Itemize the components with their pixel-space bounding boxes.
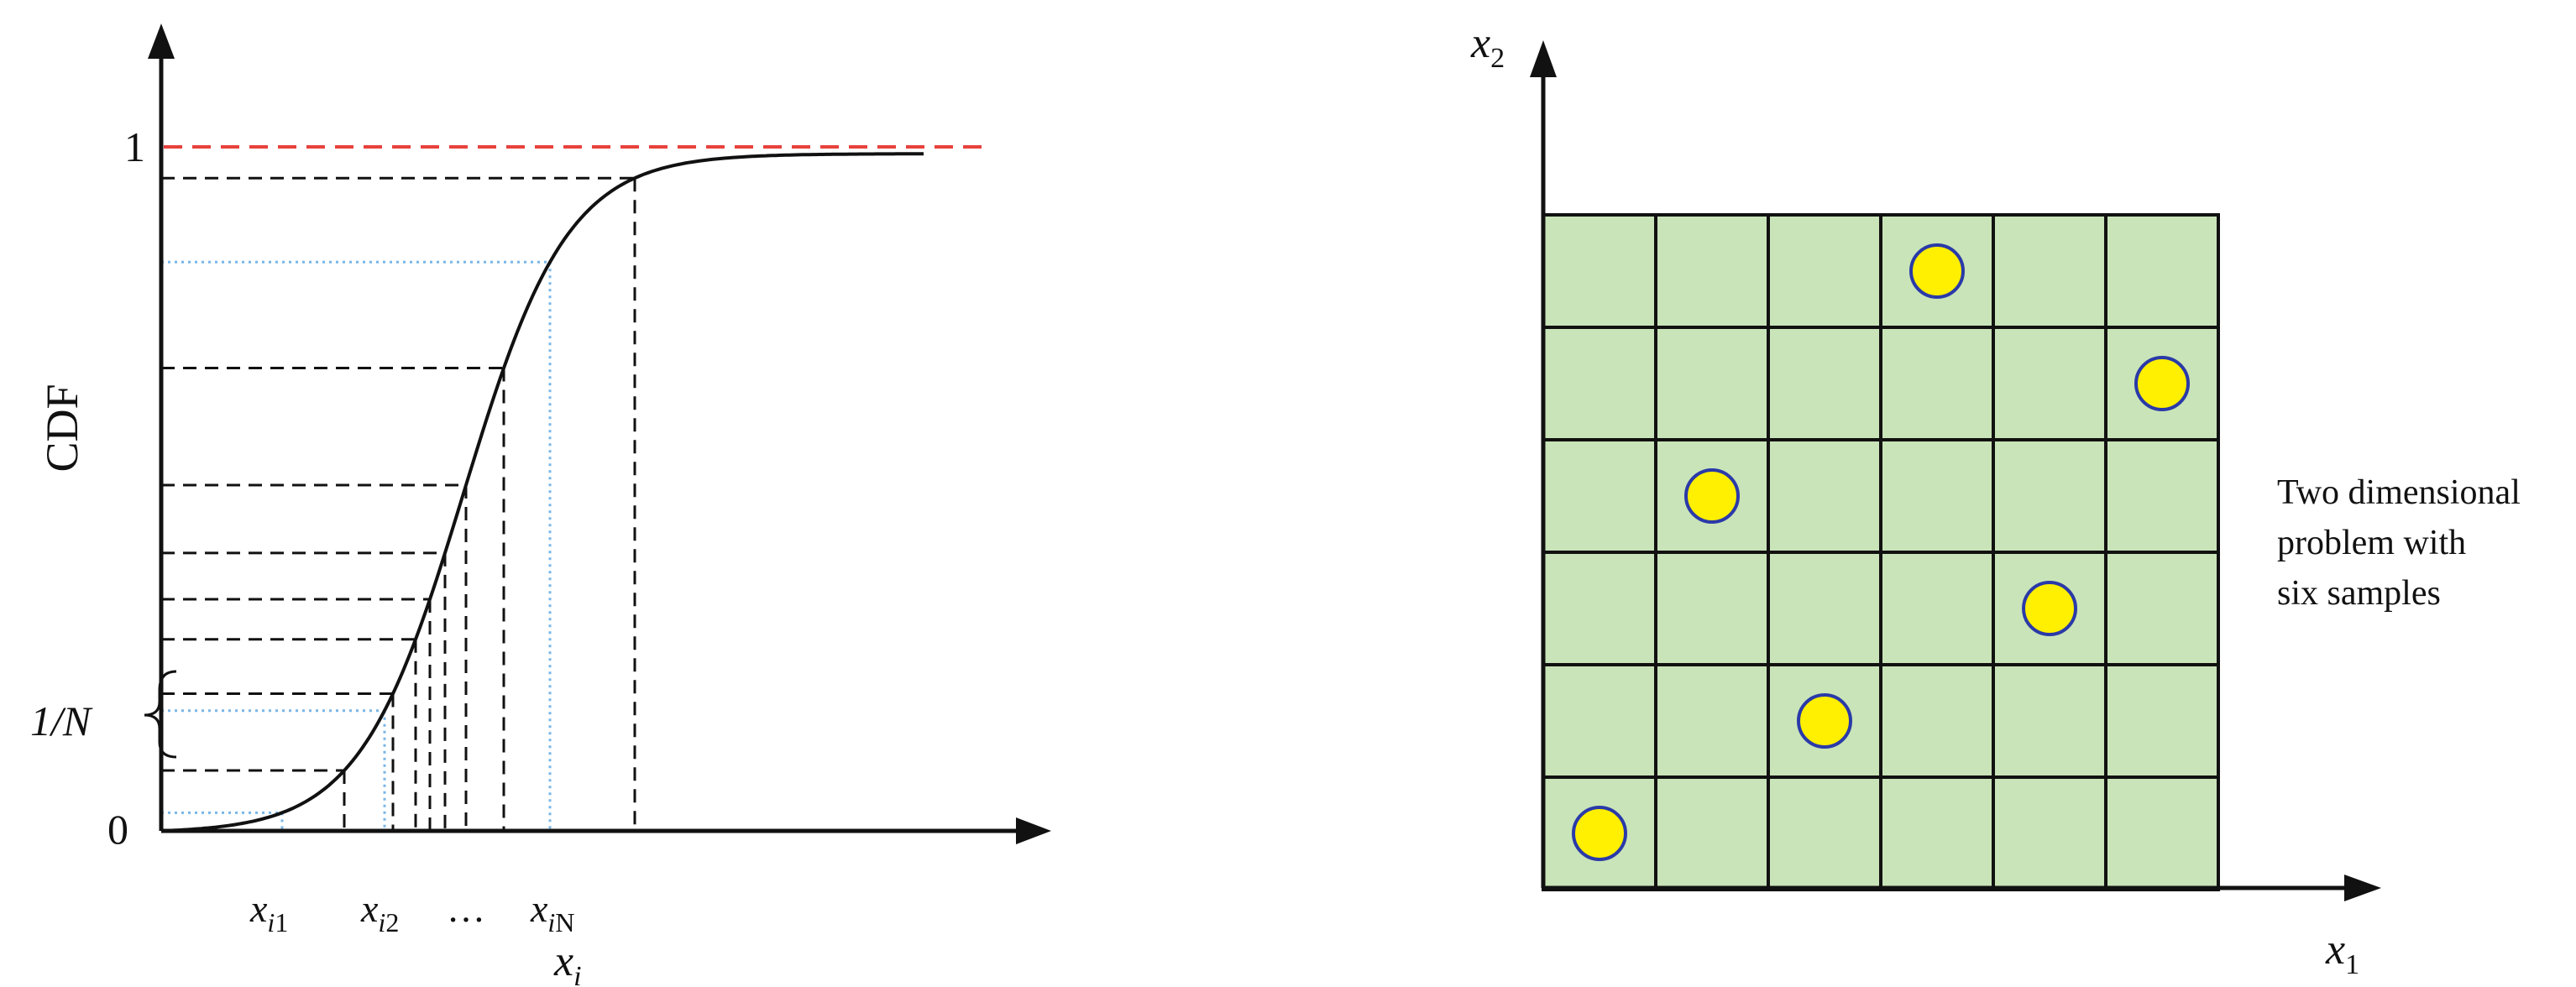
grid-cell: [1992, 438, 2107, 554]
sample-point: [2022, 581, 2077, 636]
grid-cell: [2104, 663, 2220, 779]
grid-cell: [1654, 551, 1770, 666]
x-tick-xi1-base: x: [249, 887, 268, 930]
sample-point: [1909, 243, 1965, 299]
cdf-y-axis-label: CDF: [37, 384, 87, 472]
dashed-guides: [161, 176, 636, 831]
sample-point: [2134, 356, 2190, 411]
grid-cell: [2104, 438, 2220, 554]
grid-cell: [1879, 551, 1995, 666]
grid-cell: [1879, 326, 1995, 441]
x-tick-xiN-sub-n: N: [555, 907, 574, 937]
cdf-x-axis-label-base: x: [553, 937, 573, 985]
x-tick-xi2-sub-n: 2: [385, 907, 399, 937]
caption-line-2: problem with: [2277, 524, 2466, 562]
x-tick-xiN: xiN: [530, 887, 574, 937]
grid-cell: [1767, 551, 1882, 666]
grid-cell: [1879, 438, 1995, 554]
sample-point: [1572, 806, 1627, 861]
y-tick-one: 1: [124, 123, 145, 170]
sample-points: [1572, 243, 2190, 861]
grid-cell: [1654, 776, 1770, 891]
grid-cell: [1992, 663, 2107, 779]
grid-cell: [1542, 551, 1657, 666]
grid-x-axis-label-base: x: [2325, 926, 2345, 974]
cdf-x-axis-arrow: [1016, 817, 1051, 844]
grid-cell: [1879, 663, 1995, 779]
grid-cell: [2104, 551, 2220, 666]
cdf-curve: [160, 152, 924, 833]
x-tick-xiN-base: x: [530, 887, 548, 930]
grid-cell: [1654, 663, 1770, 779]
grid-y-axis-label-sub: 2: [1490, 43, 1505, 74]
grid-cell: [1542, 663, 1657, 779]
cdf-panel: CDF 1 0 1/N xi1 xi2 … xiN xi: [30, 24, 1051, 987]
grid-cell: [1542, 213, 1657, 329]
grid-y-axis-label: x2: [1470, 19, 1505, 74]
grid-cell: [1767, 776, 1882, 891]
x-tick-xiN-sub-i: i: [547, 907, 555, 937]
x-tick-xi2: xi2: [360, 887, 399, 937]
grid-cells: [1542, 213, 2220, 891]
interval-label: 1/N: [30, 697, 93, 744]
grid-cell: [1992, 213, 2107, 329]
grid-x-axis-label-sub: 1: [2345, 949, 2359, 980]
caption-line-1: Two dimensional: [2277, 473, 2521, 512]
sample-point: [1797, 693, 1852, 749]
x-tick-xi2-base: x: [360, 887, 379, 930]
lhs-grid-panel: x2 x1 Two dimensional problem with six s…: [1470, 19, 2521, 980]
x-tick-xi2-sub-i: i: [378, 907, 385, 937]
x-tick-xi1: xi1: [249, 887, 288, 937]
grid-cell: [1767, 438, 1882, 554]
x-tick-xi1-sub-n: 1: [275, 907, 288, 937]
cdf-y-axis-arrow: [148, 24, 175, 59]
caption-line-3: six samples: [2277, 574, 2441, 613]
interval-brace: [144, 670, 177, 759]
grid-cell: [1654, 326, 1770, 441]
grid-cell: [1992, 326, 2107, 441]
y-tick-zero: 0: [107, 806, 128, 853]
grid-cell: [1767, 326, 1882, 441]
grid-y-axis-arrow: [1530, 40, 1557, 77]
grid-cell: [1767, 213, 1882, 329]
grid-cell: [1542, 326, 1657, 441]
x-tick-xi1-sub-i: i: [267, 907, 275, 937]
sample-point: [1684, 468, 1740, 524]
grid-y-axis-label-base: x: [1470, 19, 1490, 67]
grid-cell: [2104, 213, 2220, 329]
dotted-guides: [161, 260, 552, 831]
grid-cell: [2104, 776, 2220, 891]
x-tick-ellipsis: …: [447, 887, 485, 930]
grid-cell: [1542, 438, 1657, 554]
cdf-x-axis-label: xi: [553, 937, 582, 987]
cdf-x-axis-label-sub: i: [573, 961, 581, 987]
grid-cell: [1879, 776, 1995, 891]
grid-x-axis-arrow: [2344, 875, 2381, 901]
grid-cell: [1654, 213, 1770, 329]
grid-x-axis-label: x1: [2325, 926, 2359, 980]
grid-cell: [1992, 776, 2107, 891]
